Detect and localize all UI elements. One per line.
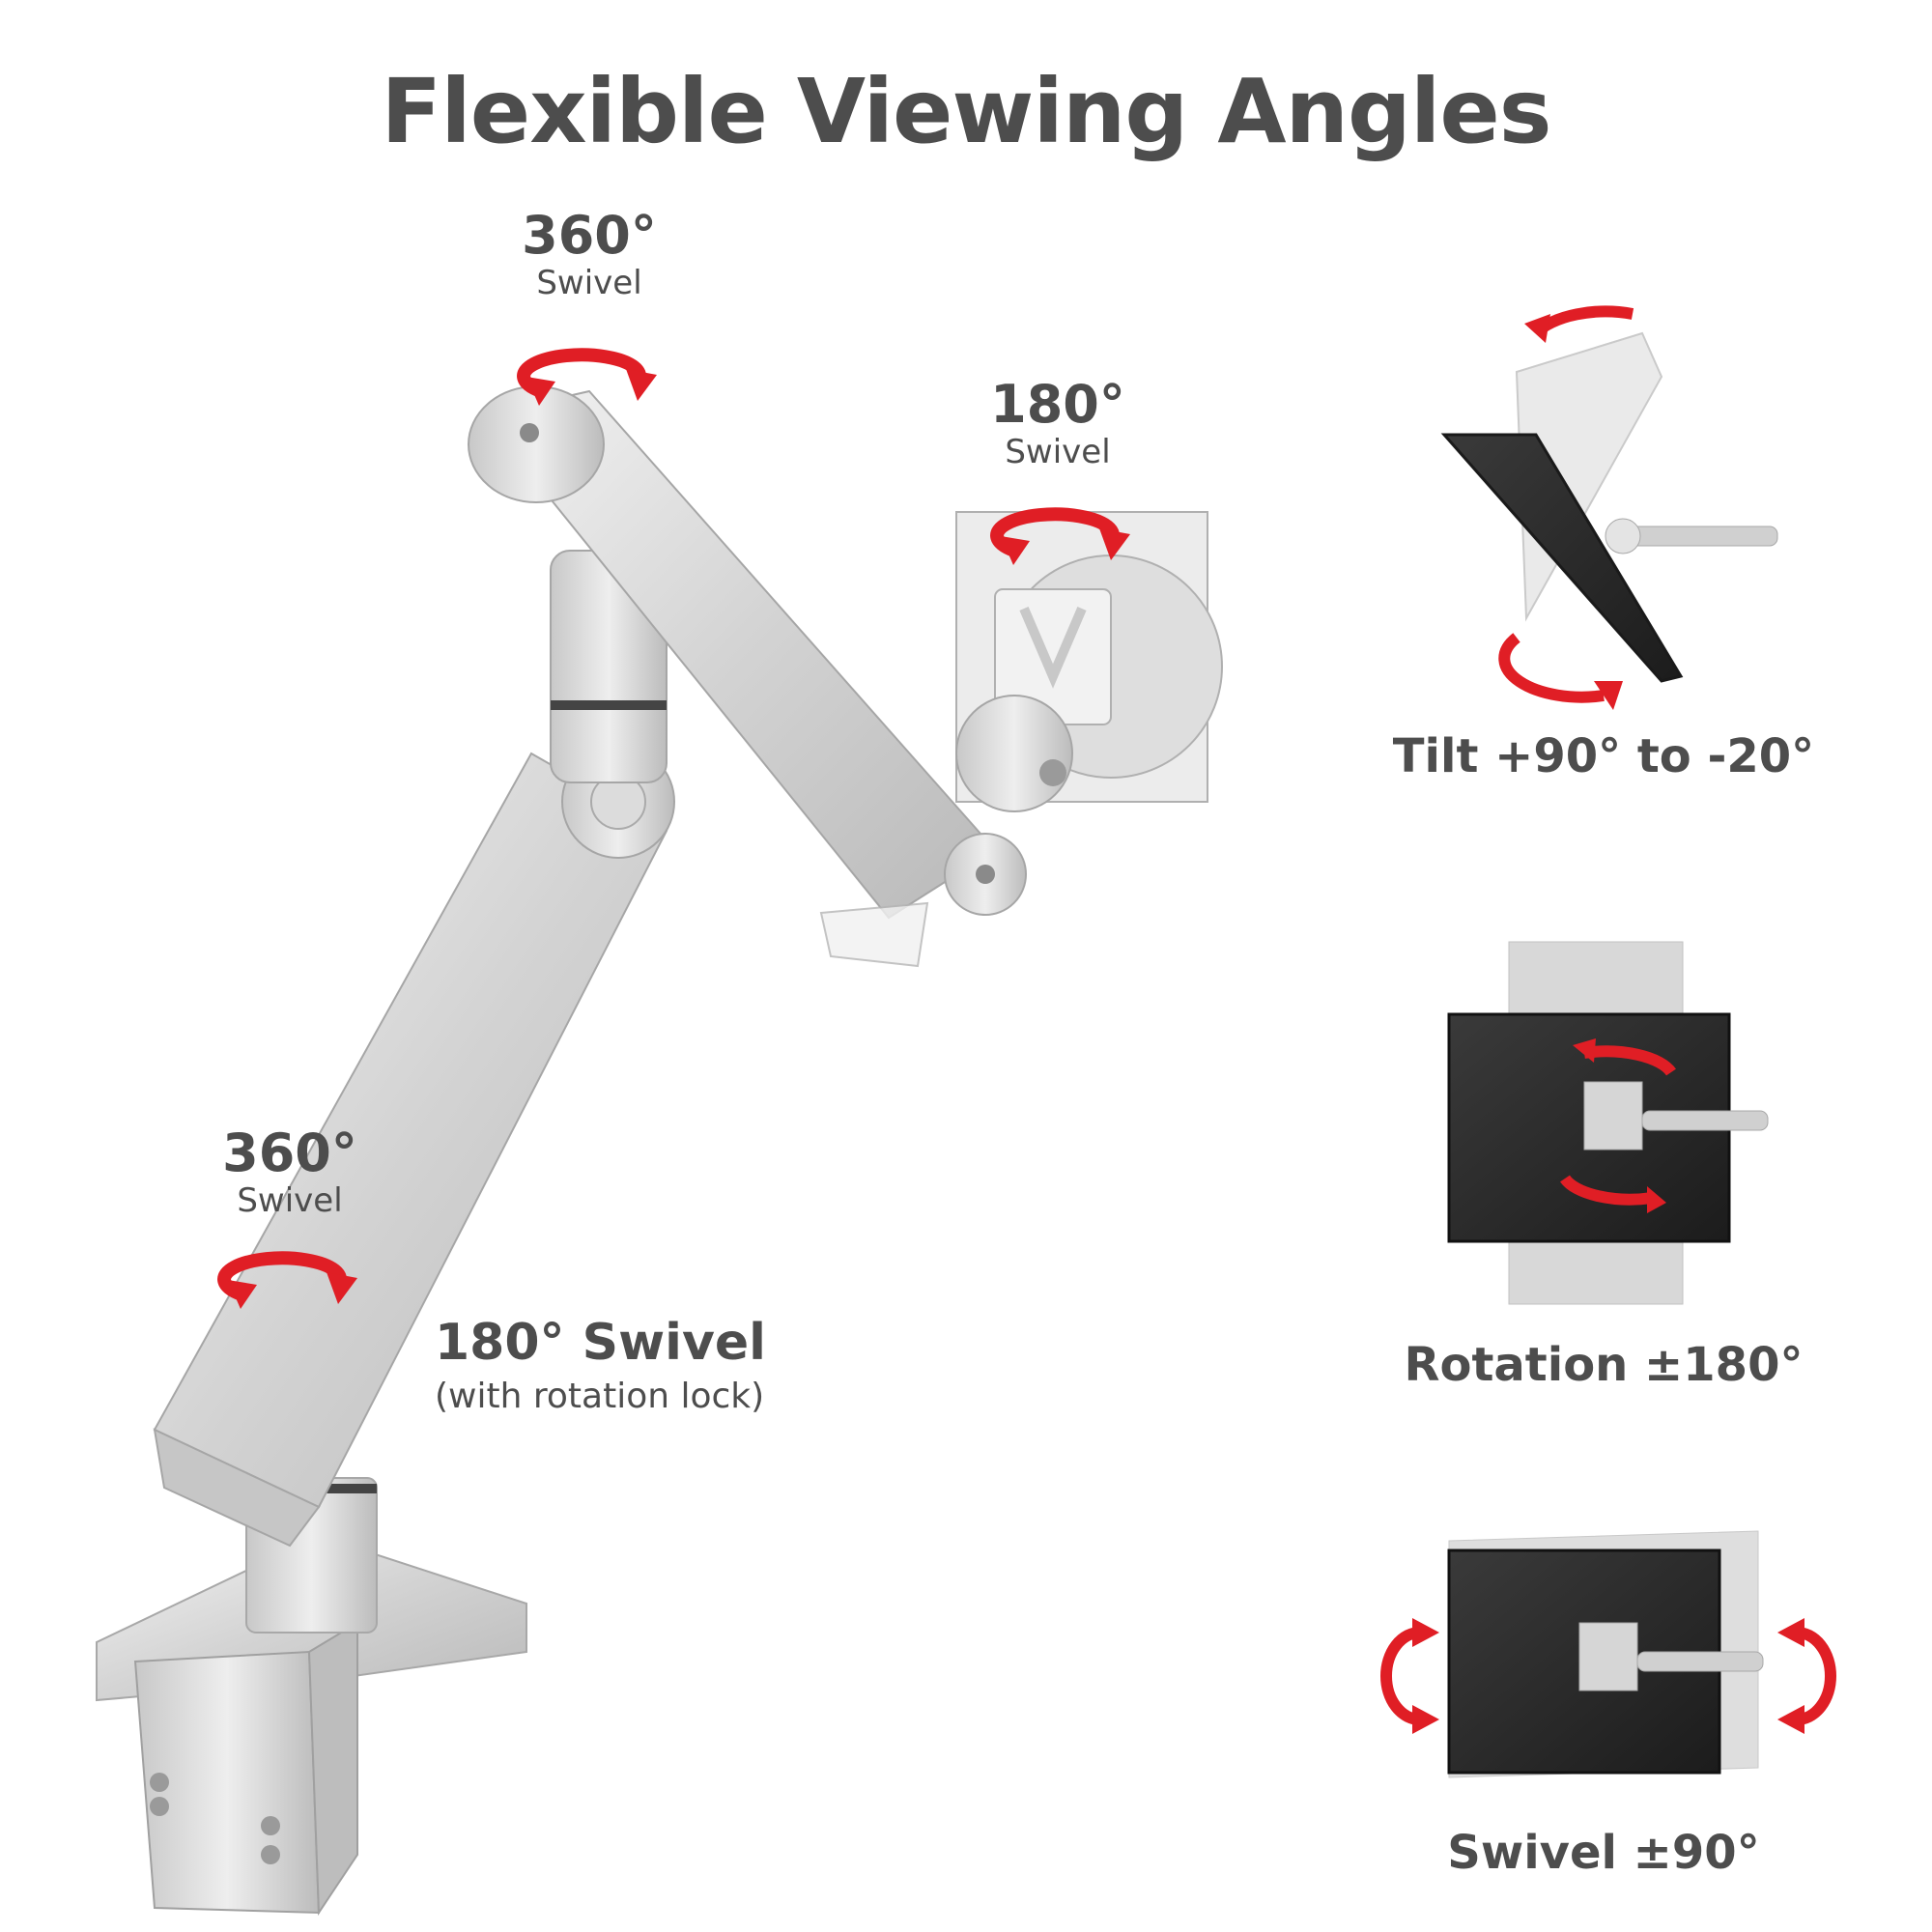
rotation-illustration <box>1447 941 1769 1305</box>
head-swivel-text: Swivel <box>1005 433 1111 471</box>
top-swivel-text: Swivel <box>536 264 642 302</box>
lower-arm <box>153 745 675 1548</box>
page-title: Flexible Viewing Angles <box>381 60 1551 163</box>
top-swivel-degree: 360° <box>522 205 657 266</box>
base-swivel-arrow-icon <box>217 1251 357 1309</box>
swivel-caption: Swivel ±90° <box>1447 1826 1760 1880</box>
base-swivel-degree: 360° <box>222 1122 357 1183</box>
head-swivel-label: 180° Swivel <box>971 374 1145 472</box>
base-swivel-text: Swivel <box>237 1181 343 1220</box>
tilt-caption: Tilt +90° to -20° <box>1392 729 1815 783</box>
base-swivel-label: 360° Swivel <box>203 1122 377 1221</box>
pole-swivel-label: 180° Swivel <box>435 1314 766 1372</box>
upper-arm <box>468 385 1027 968</box>
pole-swivel-note: (with rotation lock) <box>435 1377 765 1416</box>
tilt-illustration <box>1440 305 1778 710</box>
top-swivel-arrow-icon <box>517 348 657 406</box>
vesa-head <box>955 511 1223 812</box>
head-swivel-degree: 180° <box>990 374 1125 435</box>
swivel-illustration <box>1380 1530 1836 1778</box>
head-swivel-arrow-icon <box>990 507 1130 565</box>
top-swivel-label: 360° Swivel <box>502 205 676 303</box>
rotation-caption: Rotation ±180° <box>1404 1338 1804 1392</box>
